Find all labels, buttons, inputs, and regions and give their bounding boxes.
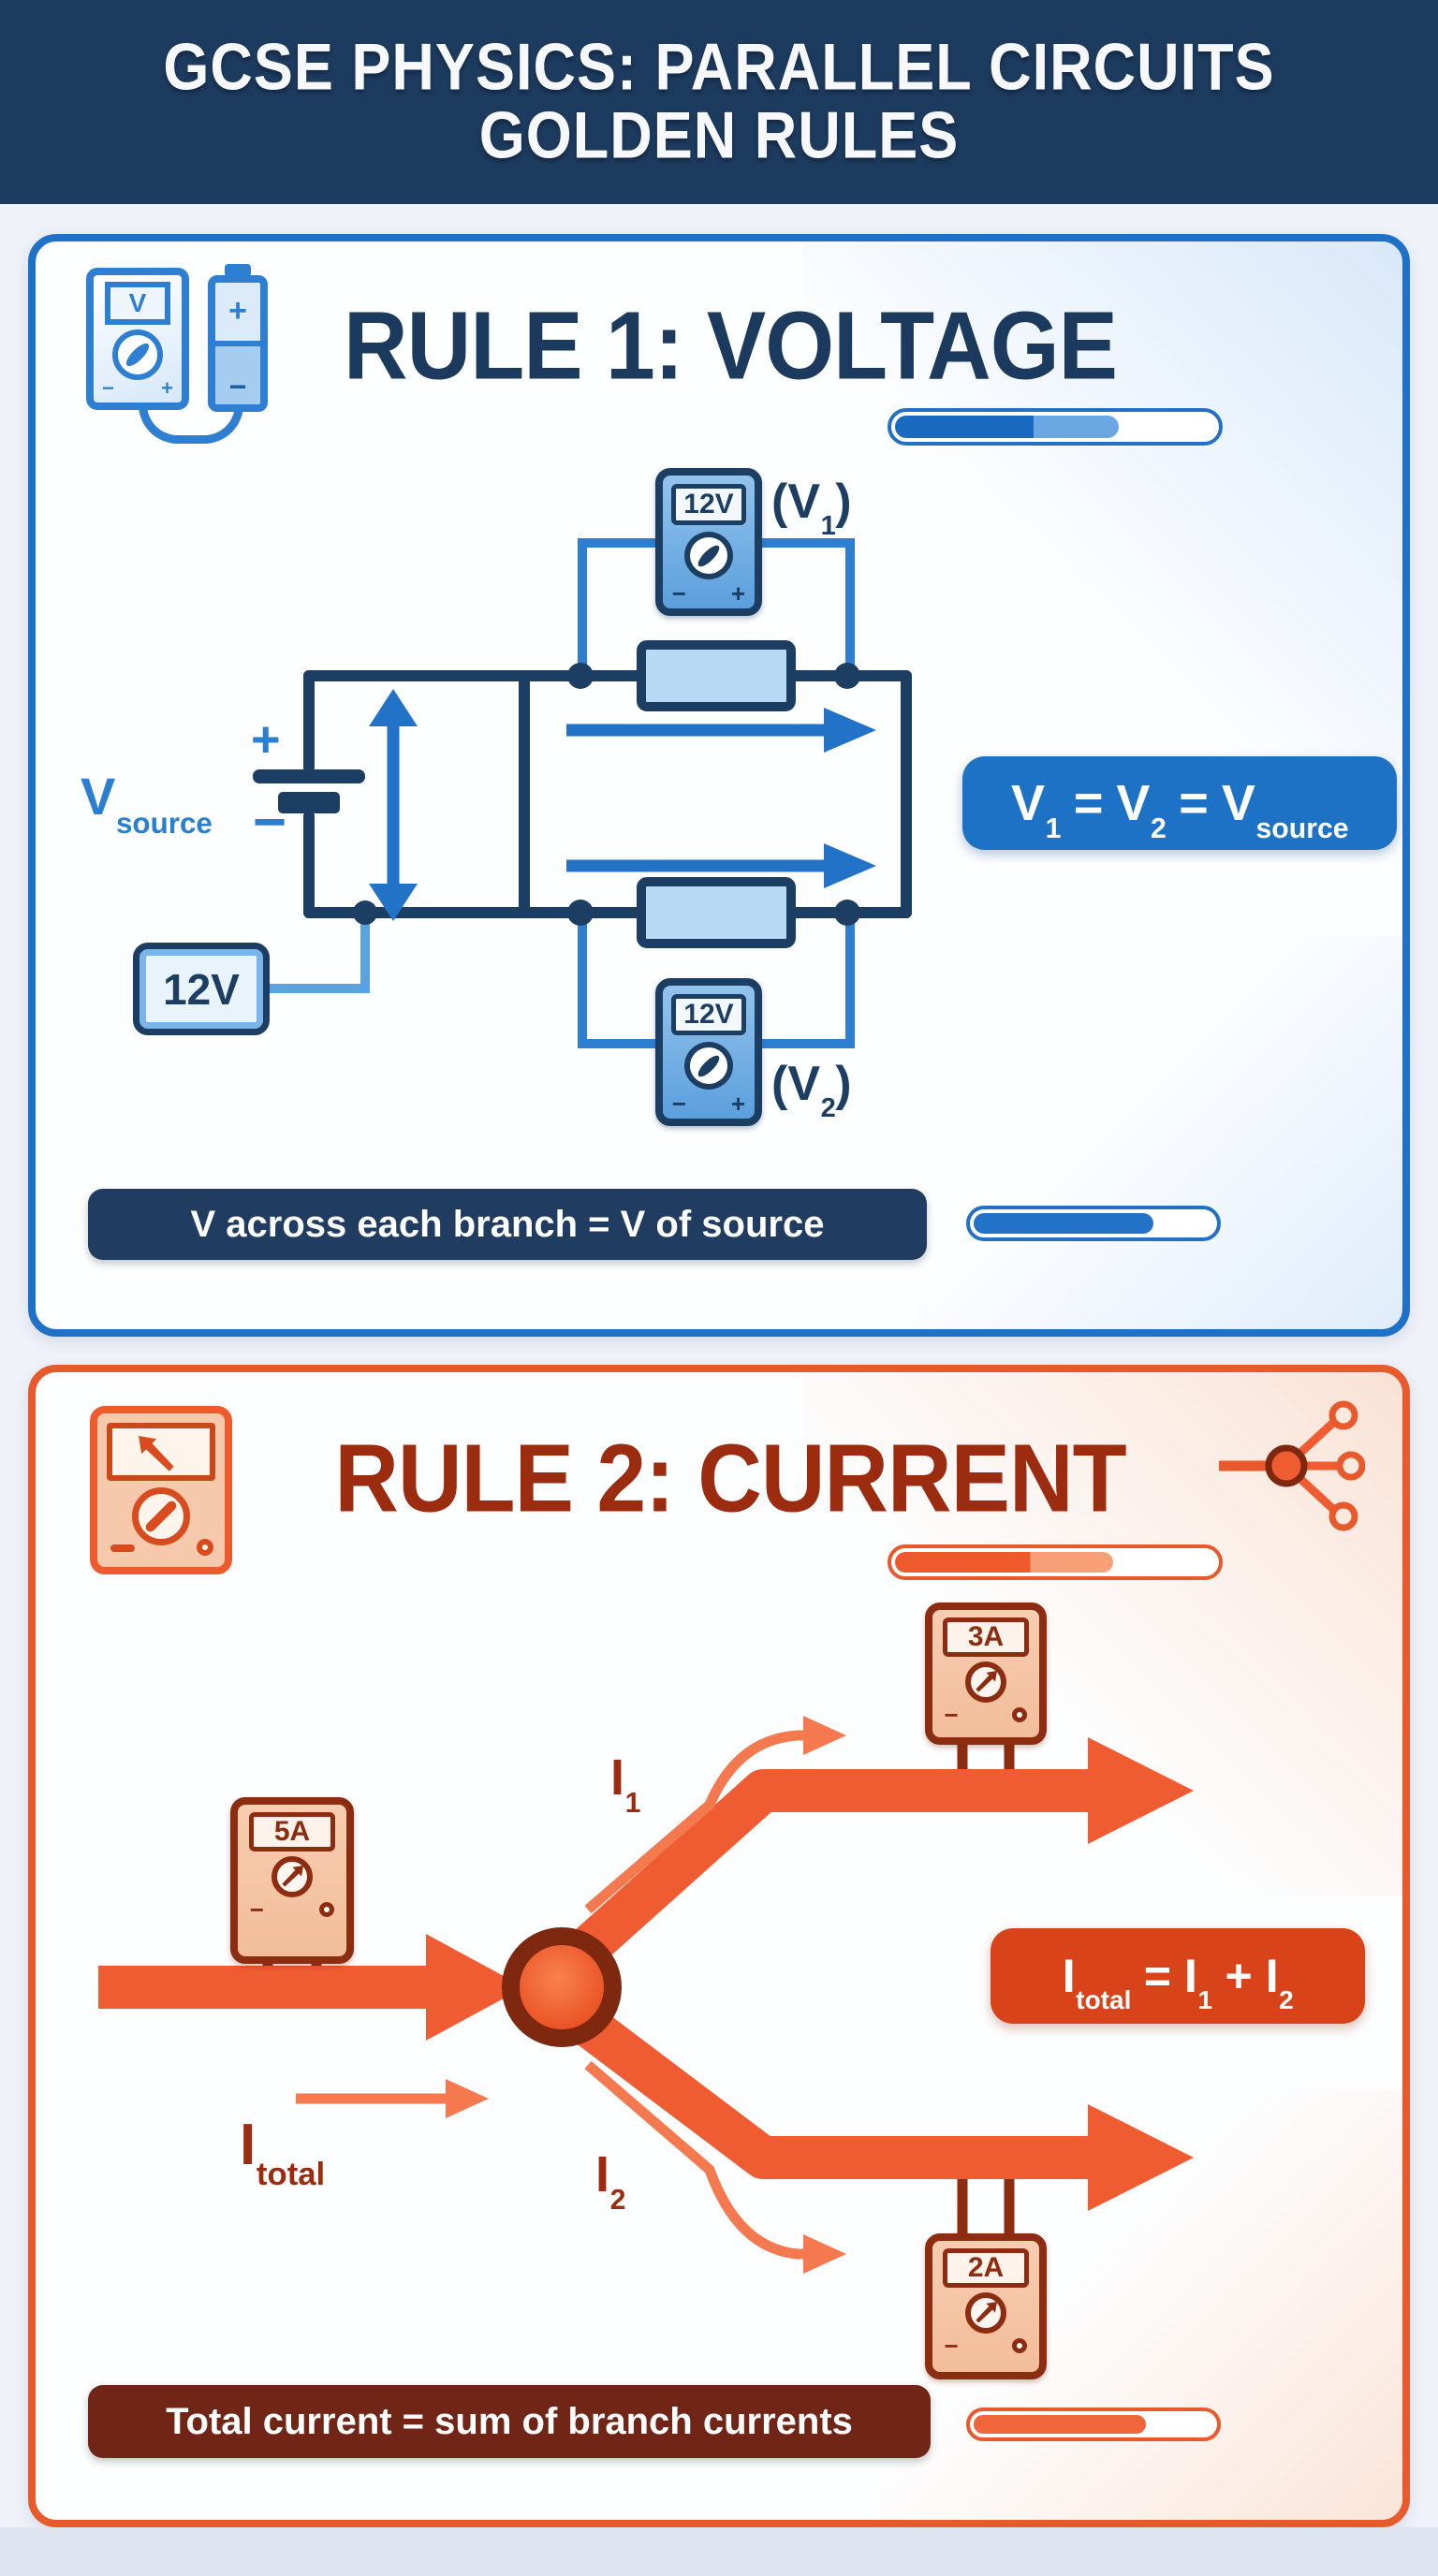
rule1-caption: V across each branch = V of source xyxy=(88,1189,927,1260)
junction-dots xyxy=(353,663,860,926)
voltage-double-arrow xyxy=(369,689,418,921)
header-title-line2: GOLDEN RULES xyxy=(478,98,960,173)
battery-plus-sign: + xyxy=(251,711,281,768)
meter-screen: V xyxy=(105,282,170,325)
ammeter-total-reading: 5A xyxy=(248,1812,336,1852)
itotal-label: Itotal xyxy=(240,2113,326,2192)
branch1-arrow xyxy=(561,1737,1194,1975)
minus-mark: − xyxy=(671,1090,686,1118)
voltmeter-battery-icon: V − + + − xyxy=(86,260,290,444)
rule1-header-progress xyxy=(888,408,1223,446)
rule2-footer-progress xyxy=(966,2408,1221,2441)
battery-symbol xyxy=(253,769,365,813)
minus-mark: − xyxy=(249,1895,264,1924)
ammeter-branch1: 3A − xyxy=(925,1603,1047,1745)
battery-minus-label: − xyxy=(215,345,260,404)
voltmeter-loops xyxy=(578,538,855,1048)
progress-fill xyxy=(974,1213,1153,1234)
voltmeter-v2-reading: 12V xyxy=(670,994,747,1035)
branch-flow-arrows xyxy=(566,708,876,888)
total-current-arrow xyxy=(98,1934,524,2041)
voltmeter-icon: V − + xyxy=(86,268,189,410)
meter-dial-icon xyxy=(271,1856,313,1897)
vsource-label: Vsource xyxy=(81,767,213,840)
meter-knob xyxy=(1012,2338,1028,2353)
progress-fill xyxy=(895,1552,1113,1573)
rule2-title: RULE 2: CURRENT xyxy=(334,1425,1126,1533)
meter-knob xyxy=(1012,1707,1028,1722)
junction-node xyxy=(502,1927,622,2047)
ammeter-branch2: 2A − xyxy=(925,2233,1047,2379)
rule1-footer-progress xyxy=(966,1206,1221,1241)
meter-knob xyxy=(197,1539,213,1556)
meter-dial-icon xyxy=(112,329,163,380)
meter-screen xyxy=(107,1423,215,1481)
minus-mark xyxy=(110,1544,135,1552)
supply-voltage-badge: 12V xyxy=(133,943,270,1035)
progress-fill xyxy=(974,2415,1147,2434)
voltage-formula: V1 = V2 = Vsource xyxy=(962,756,1397,850)
meter-dial-icon xyxy=(132,1487,190,1545)
ammeter-branch2-reading: 2A xyxy=(943,2248,1029,2288)
header-banner: GCSE PHYSICS: PARALLEL CIRCUITS GOLDEN R… xyxy=(0,0,1438,204)
rule2-caption: Total current = sum of branch currents xyxy=(88,2385,931,2458)
ammeter-total: 5A − xyxy=(230,1797,354,1964)
circuit-wires xyxy=(303,670,912,918)
voltmeter-v2: 12V − + xyxy=(655,978,762,1126)
meter-dial-icon xyxy=(684,1042,733,1090)
supply-wire xyxy=(269,913,370,993)
i2-label: I2 xyxy=(595,2146,626,2217)
minus-mark: − xyxy=(944,2332,959,2360)
thin-flow-arrows xyxy=(296,1716,846,2274)
battery-icon: + − xyxy=(208,275,268,412)
plus-mark: + xyxy=(731,1090,746,1118)
i1-label: I1 xyxy=(610,1749,641,1820)
footer-strip xyxy=(0,2527,1438,2576)
v2-tag: (V2) xyxy=(771,1057,852,1124)
minus-mark: − xyxy=(671,579,686,607)
branch2-arrow xyxy=(563,1998,1194,2211)
current-split-diagram xyxy=(98,1716,1194,2274)
current-formula: Itotal = I1 + I2 xyxy=(990,1928,1365,2024)
ammeter-branch1-reading: 3A xyxy=(943,1617,1029,1657)
rule1-title: RULE 1: VOLTAGE xyxy=(344,292,1118,401)
voltmeter-v1: 12V − + xyxy=(655,468,762,616)
battery-plus-label: + xyxy=(215,283,260,346)
rule2-header-progress xyxy=(888,1544,1223,1580)
minus-mark: − xyxy=(944,1701,959,1729)
battery-terminal-icon xyxy=(225,264,251,277)
current-split-icon xyxy=(1219,1400,1365,1531)
v1-tag: (V1) xyxy=(771,475,852,542)
meter-dial-icon xyxy=(965,1661,1006,1703)
needle-icon xyxy=(139,1436,176,1473)
meter-dial-icon xyxy=(965,2292,1006,2334)
battery-minus-sign: − xyxy=(253,790,287,855)
voltmeter-v1-reading: 12V xyxy=(670,484,747,525)
minus-mark: − xyxy=(102,376,114,400)
progress-fill xyxy=(895,416,1120,438)
header-title-line1: GCSE PHYSICS: PARALLEL CIRCUITS xyxy=(163,30,1275,105)
meter-knob xyxy=(319,1902,335,1917)
plus-mark: + xyxy=(731,579,746,607)
ammeter-icon xyxy=(90,1406,232,1574)
plus-mark: + xyxy=(161,376,173,400)
meter-dial-icon xyxy=(684,532,733,579)
branch-resistors xyxy=(637,640,796,948)
